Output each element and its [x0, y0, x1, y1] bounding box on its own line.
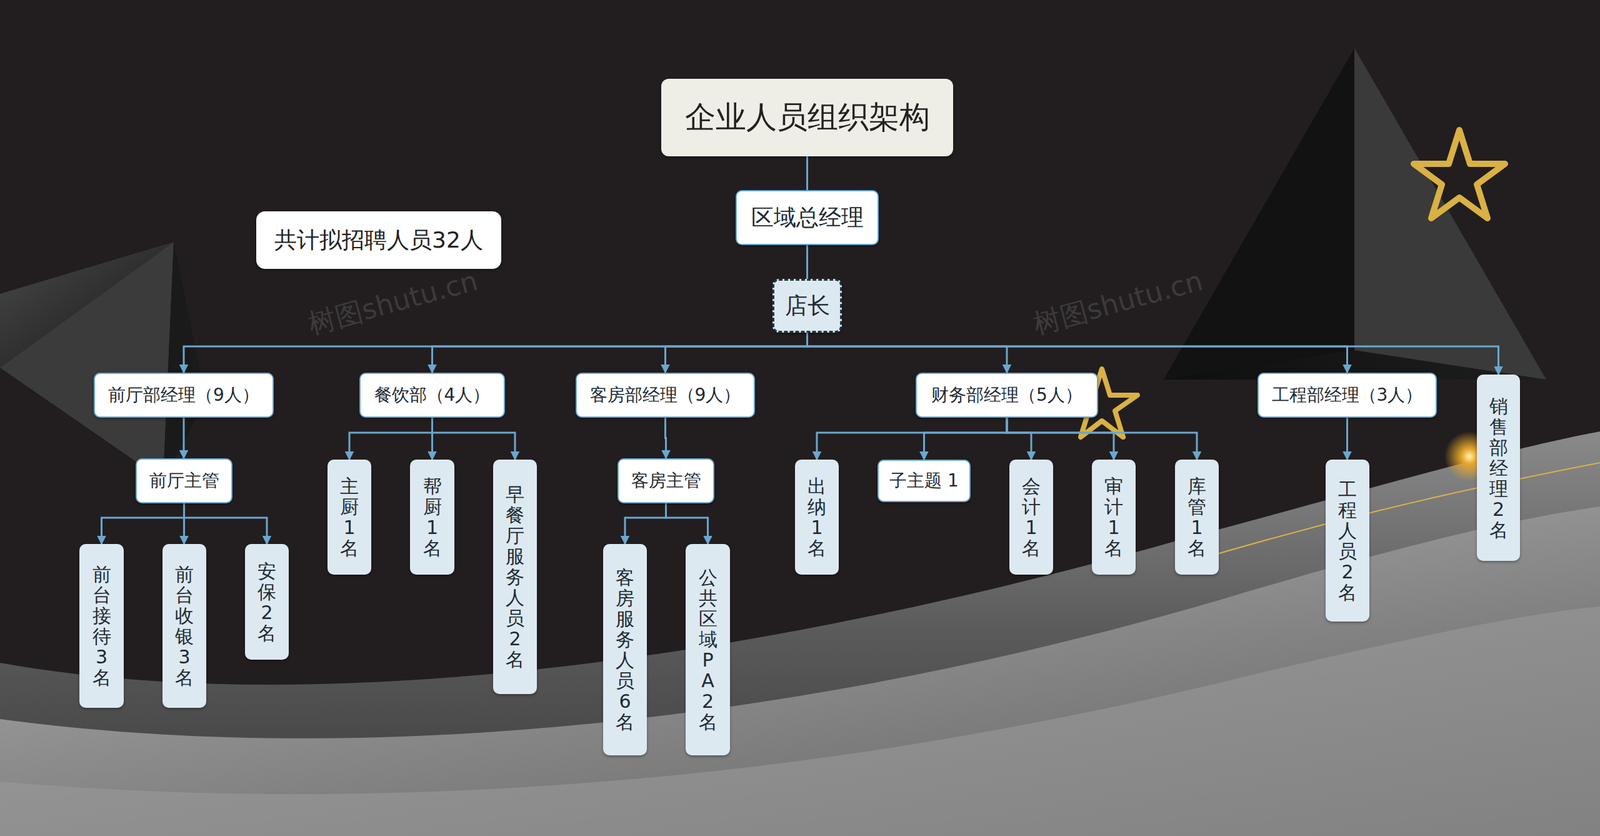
vertical-box: 库管1名 — [1175, 459, 1219, 575]
vertical-box: 审计1名 — [1091, 459, 1136, 575]
org-box: 工程部经理（3人） — [1257, 372, 1437, 418]
node-text: 客房部经理（9人） — [590, 383, 742, 407]
org-box: 客房部经理（9人） — [575, 372, 755, 418]
org-box: 区域总经理 — [735, 190, 879, 245]
connector — [183, 332, 808, 373]
connector — [807, 332, 1348, 373]
org-box: 前厅部经理（9人） — [93, 372, 274, 418]
vertical-box: 前台接待3名 — [79, 543, 124, 708]
node-text: 审计1名 — [1104, 475, 1124, 559]
connector — [183, 417, 185, 459]
vertical-box: 客房服务人员6名 — [603, 543, 647, 755]
node-text: 安保2名 — [257, 560, 277, 644]
node-text: 工程部经理（3人） — [1271, 383, 1424, 407]
title-box: 企业人员组织架构 — [661, 78, 954, 157]
connector — [806, 245, 809, 279]
connector — [665, 332, 808, 373]
node-text: 前厅部经理（9人） — [108, 383, 260, 407]
vertical-box: 早餐厅服务人员2名 — [493, 459, 537, 694]
vertical-box: 出纳1名 — [795, 459, 839, 575]
vertical-box: 主厨1名 — [327, 459, 372, 575]
node-text: 工程人员2名 — [1338, 478, 1357, 603]
org-box: 餐饮部（4人） — [359, 372, 505, 418]
connector — [1006, 417, 1032, 460]
connector — [816, 417, 1007, 460]
node-text: 共计拟招聘人员32人 — [274, 225, 484, 256]
connector — [432, 332, 808, 373]
watermark: 树图shutu.cn — [304, 262, 482, 344]
connector — [349, 417, 433, 460]
org-box: 前厅主管 — [135, 458, 233, 504]
node-text: 前厅主管 — [149, 468, 220, 493]
node-text: 早餐厅服务人员2名 — [505, 483, 525, 670]
connector — [1006, 417, 1114, 460]
watermark: 树图shutu.cn — [1029, 262, 1207, 344]
vertical-box: 销售部经理2名 — [1476, 374, 1520, 561]
node-text: 企业人员组织架构 — [685, 96, 930, 139]
connector — [432, 417, 516, 460]
dashed-box: 店长 — [772, 278, 842, 333]
connector — [807, 332, 1499, 375]
node-text: 会计1名 — [1021, 475, 1041, 559]
node-text: 销售部经理2名 — [1489, 395, 1509, 540]
node-text: 客房服务人员6名 — [615, 566, 635, 732]
node-text: 公共区域PA2名 — [698, 566, 718, 732]
connector — [1006, 417, 1197, 460]
node-text: 帮厨1名 — [423, 475, 442, 559]
node-text: 库管1名 — [1187, 475, 1207, 559]
node-text: 财务部经理（5人） — [931, 383, 1083, 407]
connector — [625, 503, 667, 544]
org-box: 子主题 1 — [877, 459, 971, 502]
vertical-box: 工程人员2名 — [1325, 459, 1370, 622]
vertical-box: 前台收银3名 — [162, 543, 207, 708]
node-text: 子主题 1 — [889, 468, 959, 493]
node-text: 餐饮部（4人） — [374, 383, 491, 407]
vertical-box: 安保2名 — [245, 543, 289, 660]
connector — [101, 503, 185, 544]
node-text: 店长 — [785, 290, 830, 322]
node-text: 前台收银3名 — [175, 563, 194, 688]
vertical-box: 会计1名 — [1009, 459, 1054, 575]
node-text: 主厨1名 — [340, 475, 359, 559]
connector — [666, 503, 709, 544]
vertical-box: 公共区域PA2名 — [685, 543, 730, 755]
node-text: 客房主管 — [631, 468, 702, 493]
note-box: 共计拟招聘人员32人 — [256, 211, 502, 269]
org-box: 财务部经理（5人） — [915, 372, 1099, 418]
connector — [806, 156, 809, 190]
vertical-box: 帮厨1名 — [410, 459, 455, 575]
node-text: 前台接待3名 — [92, 563, 112, 688]
connector — [924, 417, 1008, 460]
connector — [665, 417, 667, 459]
node-text: 区域总经理 — [751, 202, 864, 234]
connector — [807, 332, 1008, 373]
connector — [1346, 417, 1349, 460]
connector — [184, 503, 268, 544]
org-box: 客房主管 — [617, 458, 715, 504]
node-text: 出纳1名 — [807, 475, 827, 559]
